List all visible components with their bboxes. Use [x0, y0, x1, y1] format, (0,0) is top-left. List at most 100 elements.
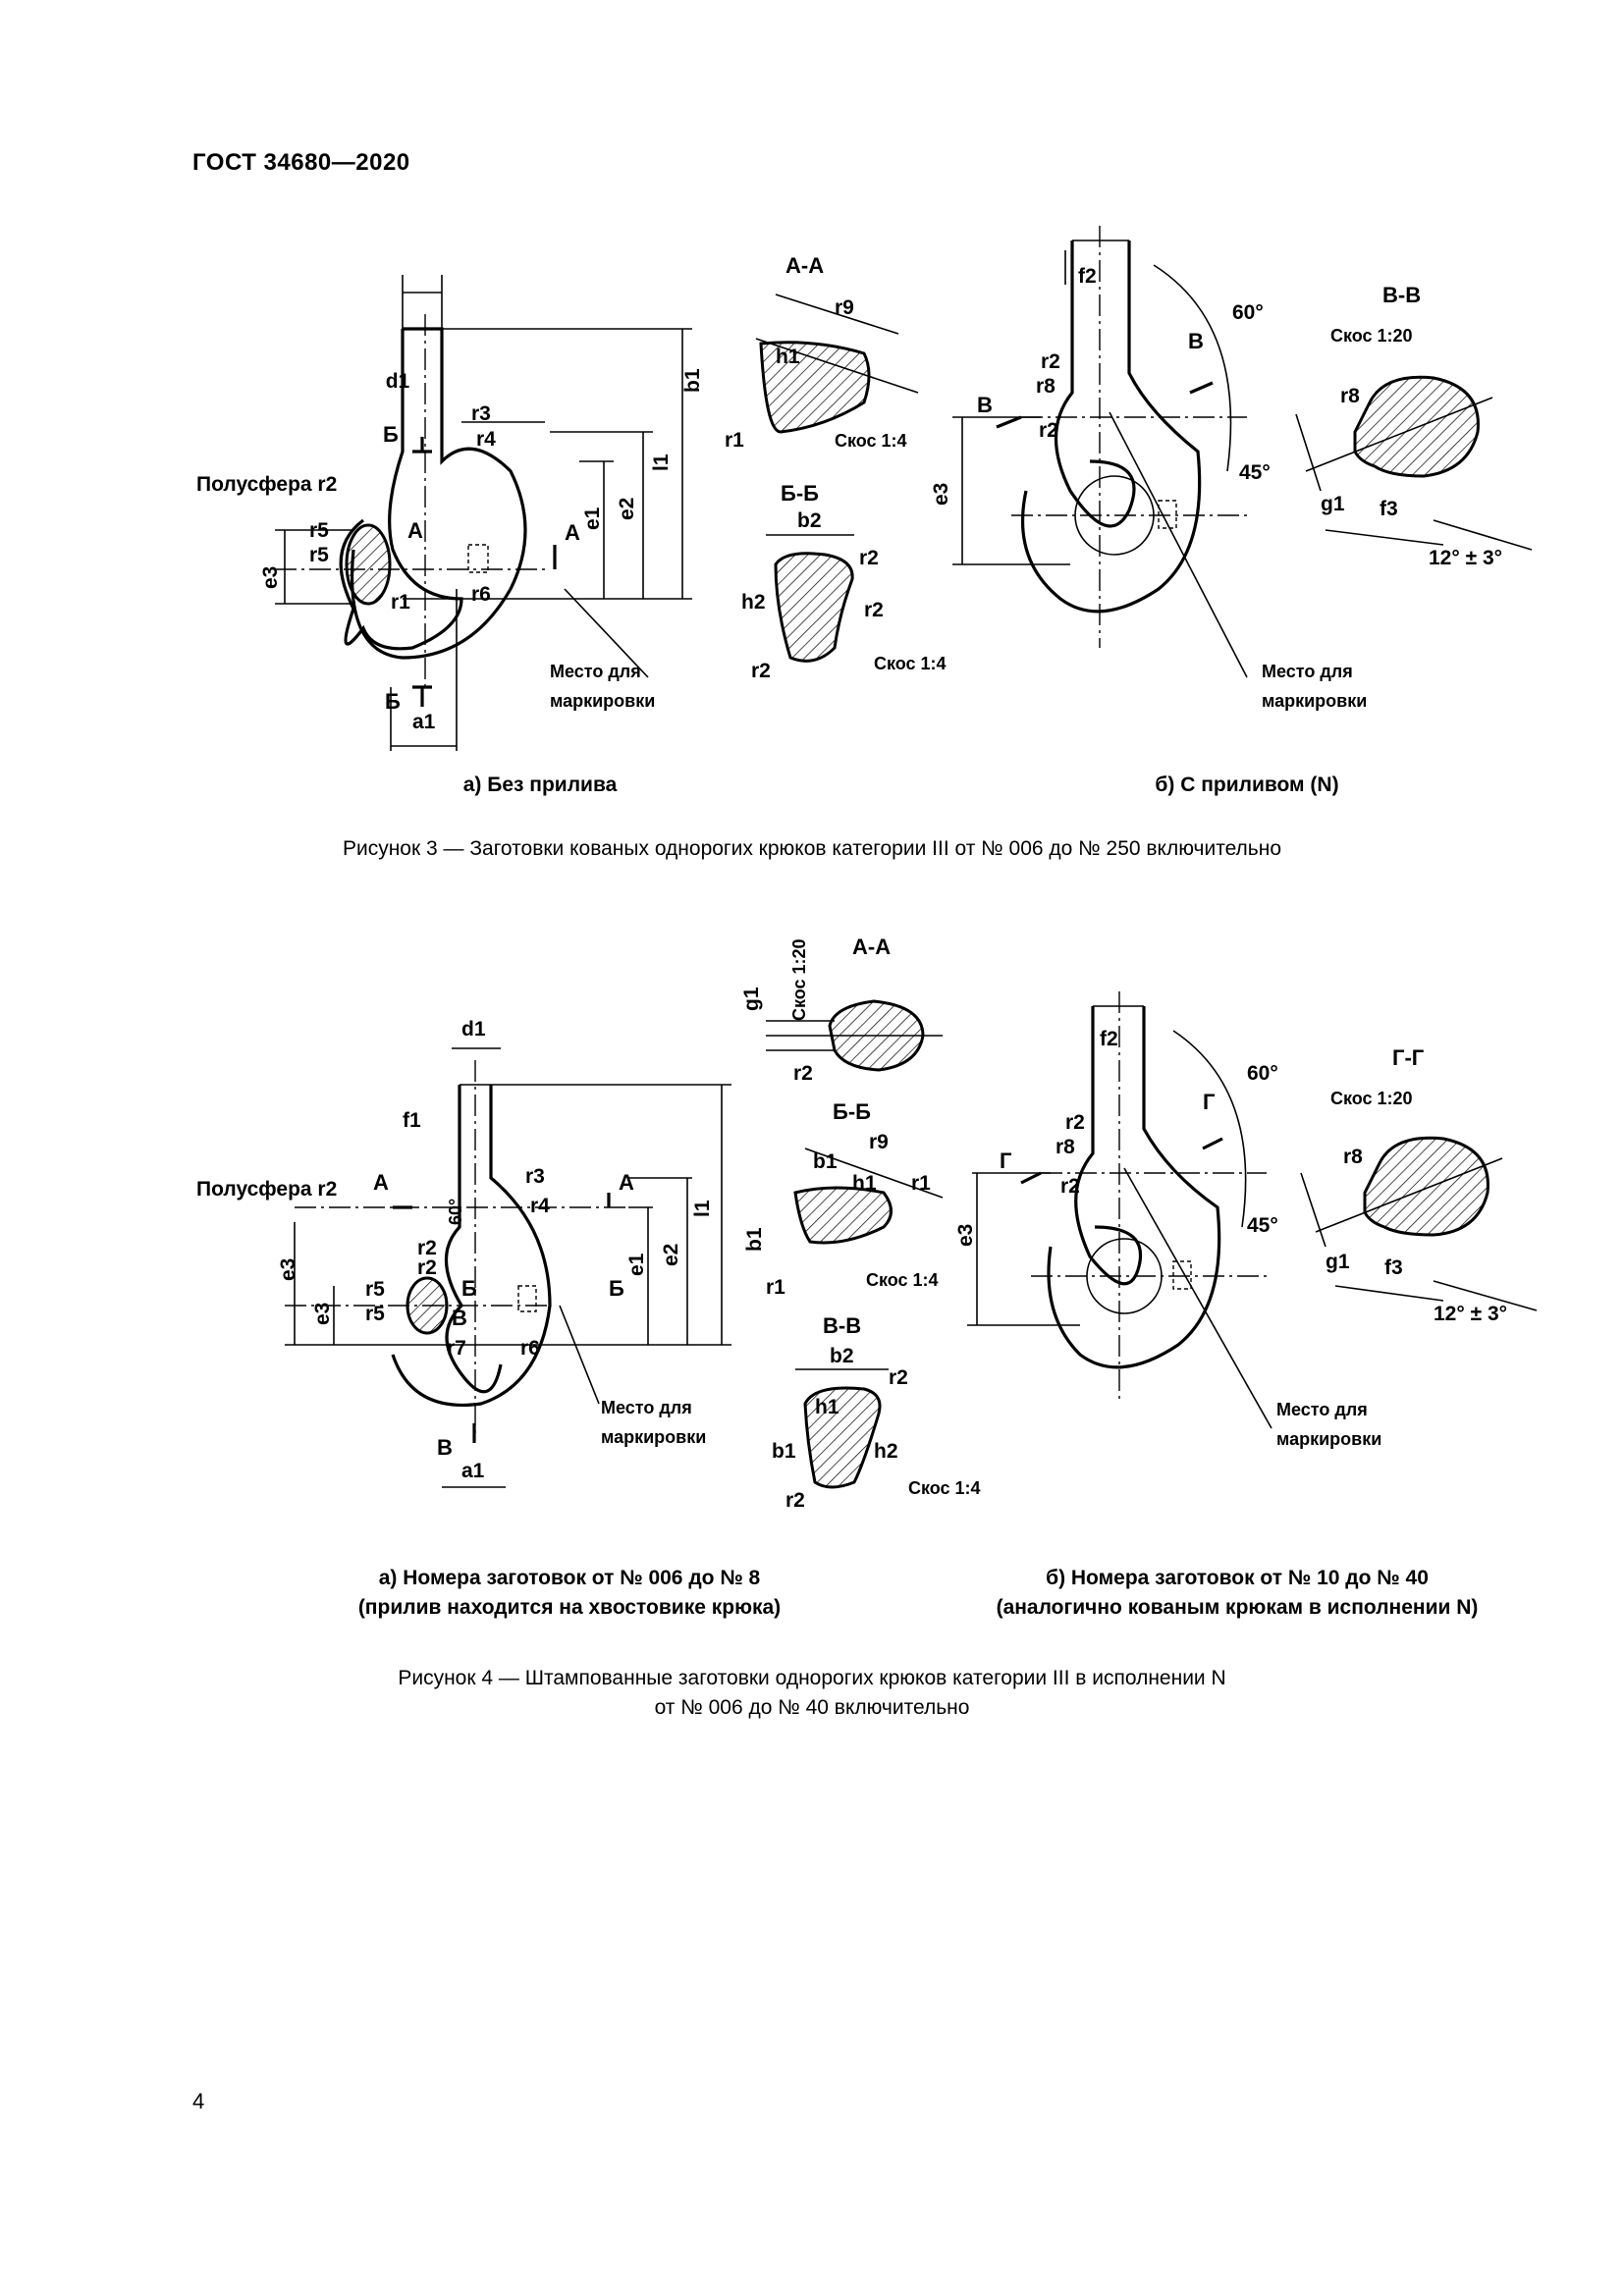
fig3b-r8: r8: [1036, 375, 1056, 398]
fig3b-f2: f2: [1078, 265, 1097, 288]
fig3-subcaption-b: б) С приливом (N): [1155, 774, 1339, 796]
fig3a-section-A-right: A: [565, 520, 580, 545]
fig4a-sec-V-bottom: В: [437, 1435, 453, 1460]
fig3-aa-b1: b1: [681, 368, 704, 393]
fig3-aa-bevel: Скос 1:4: [835, 431, 907, 451]
fig3a-marking-1: Место для: [550, 662, 641, 681]
fig4a-r6: r6: [520, 1337, 540, 1360]
fig3-bb-r2b: r2: [864, 599, 884, 621]
fig4-subcaption-a-line1: а) Номера заготовок от № 006 до № 8: [378, 1567, 761, 1589]
fig4-hook-a: d1 f1 l1 e1 e2 e3 e3 r3 r4 r5 r5 r6 r7 r…: [196, 1018, 731, 1488]
fig3-subcaption-a: а) Без прилива: [462, 774, 618, 796]
fig3b-section-V-left: В: [977, 393, 993, 417]
fig4-subcaption-b-line1: б) Номера заготовок от № 10 до № 40: [1046, 1567, 1429, 1589]
fig4-bb-b1side: b1: [743, 1227, 766, 1252]
fig4a-marking-2: маркировки: [601, 1427, 706, 1447]
fig4-caption-line1: Рисунок 4 — Штампованные заготовки однор…: [398, 1667, 1226, 1689]
fig3-bb-h2: h2: [741, 591, 766, 614]
fig3a-l1-label: l1: [650, 454, 673, 471]
fig4-gg-r8: r8: [1343, 1146, 1363, 1168]
fig4a-r7: r7: [447, 1337, 466, 1360]
fig3b-r2a: r2: [1041, 350, 1060, 373]
fig4a-e3a: e3: [277, 1258, 299, 1281]
fig4b-sec-G-right: Г: [1203, 1090, 1216, 1114]
fig3b-angle45: 45°: [1239, 461, 1271, 484]
fig3a-e1-label: e1: [581, 507, 604, 530]
fig4a-e1: e1: [625, 1253, 648, 1276]
fig4-bb-r1: r1: [911, 1172, 931, 1195]
fig3a-r5b-label: r5: [309, 544, 329, 566]
fig4-aa-r2: r2: [793, 1062, 813, 1085]
fig3-vv-f3: f3: [1380, 498, 1398, 520]
fig3a-section-A-left: A: [407, 518, 423, 543]
fig4b-angle45: 45°: [1247, 1214, 1278, 1237]
fig4b-r2a: r2: [1065, 1111, 1085, 1134]
fig4-gg-angle12: 12° ± 3°: [1434, 1303, 1507, 1325]
fig4-gg-f3: f3: [1384, 1256, 1403, 1279]
fig4-vv-bevel: Скос 1:4: [908, 1478, 981, 1498]
fig4b-r8: r8: [1056, 1136, 1075, 1158]
fig3-hook-a: d1 l1 e1 e2 e3 r3 r4 r5 r5 r6 r1 a1 Б Б …: [196, 275, 692, 751]
fig4a-r4: r4: [530, 1195, 550, 1217]
fig3a-r6-label: r6: [471, 583, 491, 606]
fig4-vv-r2b: r2: [785, 1489, 805, 1512]
fig3-sec-aa-title: А-А: [785, 253, 824, 278]
fig3-aa-h1: h1: [776, 346, 800, 368]
fig4-bb-r1b: r1: [766, 1276, 785, 1299]
fig4a-sec-A-right: A: [619, 1170, 634, 1195]
fig4-vv-b2: b2: [830, 1345, 854, 1367]
fig3a-d1-label: d1: [386, 370, 410, 393]
fig3-section-aa: А-А r9 h1 b1 r1 Скос 1:4: [681, 253, 919, 452]
fig4-vv-r2: r2: [889, 1366, 908, 1389]
fig3a-hemisphere-label: Полусфера r2: [196, 473, 337, 496]
fig4a-hemisphere: Полусфера r2: [196, 1178, 337, 1201]
fig3a-r3-label: r3: [471, 402, 491, 425]
fig3-vv-g1: g1: [1321, 493, 1345, 515]
fig4-subcaption-a-line2: (прилив находится на хвостовике крюка): [357, 1596, 782, 1619]
fig3-sec-bb-title: Б-Б: [781, 481, 819, 506]
fig3-caption: Рисунок 3 — Заготовки кованых однорогих …: [342, 837, 1282, 860]
fig3a-section-B-top: Б: [383, 422, 399, 447]
fig3b-section-V-right: В: [1188, 329, 1204, 353]
fig4b-marking-1: Место для: [1276, 1400, 1368, 1419]
fig4b-angle60: 60°: [1247, 1062, 1278, 1085]
fig4-aa-g1: g1: [740, 987, 763, 1011]
fig4-section-vv: В-В b2 h1 r2 h2 b1 r2 Скос 1:4: [772, 1313, 981, 1512]
fig4a-marking-1: Место для: [601, 1398, 692, 1417]
fig3-aa-r1: r1: [725, 429, 744, 452]
fig4-section-gg: Г-Г Скос 1:20 r8 g1 f3 12° ± 3°: [1300, 1045, 1538, 1325]
fig4-section-bb: Б-Б r9 b1 h1 r1 b1 r1 Скос 1:4: [743, 1099, 944, 1299]
fig4a-l1: l1: [691, 1200, 714, 1217]
fig4-gg-bevel: Скос 1:20: [1330, 1089, 1413, 1108]
fig4a-sec-B: Б: [461, 1276, 477, 1301]
fig4a-e3b: e3: [311, 1303, 334, 1325]
fig4a-d1: d1: [461, 1018, 486, 1041]
fig3a-e2-label: e2: [616, 498, 638, 520]
fig3a-marking-2: маркировки: [550, 691, 655, 711]
fig4a-r2a: r2: [417, 1237, 437, 1259]
fig3-vv-angle12: 12° ± 3°: [1429, 547, 1502, 569]
fig4-sec-aa-title: А-А: [852, 934, 891, 959]
fig3-bb-r2a: r2: [859, 547, 879, 569]
fig3b-angle60: 60°: [1232, 301, 1264, 324]
fig3a-r1-label: r1: [391, 591, 410, 614]
fig3a-r5-label: r5: [309, 519, 329, 542]
fig4-bb-h1: h1: [852, 1172, 877, 1195]
fig4-caption-line2: от № 006 до № 40 включительно: [654, 1696, 970, 1719]
fig4a-r2b: r2: [417, 1256, 437, 1279]
fig4a-sec-B-right: Б: [609, 1276, 624, 1301]
fig4a-angle60: 60°: [446, 1199, 465, 1225]
fig3-hook-b: f2 r2 r8 r2 e3 60° 45° В В Место для мар…: [930, 226, 1367, 711]
page-header: ГОСТ 34680—2020: [192, 149, 410, 176]
fig4-aa-bevel: Скос 1:20: [789, 938, 809, 1021]
fig4-hook-b: f2 r2 r8 r2 e3 60° 45° Г Г Место для мар…: [954, 991, 1381, 1449]
fig3-section-bb: Б-Б b2 h2 r2 r2 r2 Скос 1:4: [741, 481, 947, 682]
fig4-bb-r9: r9: [869, 1131, 889, 1153]
fig3-vv-bevel: Скос 1:20: [1330, 326, 1413, 346]
fig4b-r2b: r2: [1060, 1175, 1080, 1198]
fig4a-f1: f1: [403, 1109, 421, 1132]
fig4a-e2: e2: [660, 1244, 682, 1266]
fig4b-f2: f2: [1100, 1028, 1118, 1050]
fig4a-r3: r3: [525, 1165, 545, 1188]
fig4a-sec-V: В: [452, 1306, 467, 1330]
